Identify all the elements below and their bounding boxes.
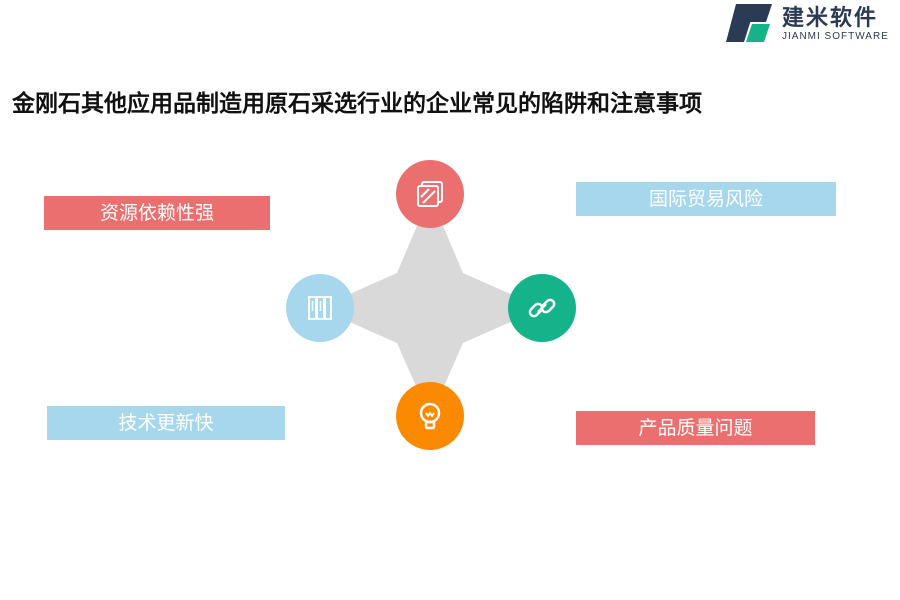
lightbulb-icon [419, 402, 441, 430]
brand-name: 建米软件 [782, 6, 879, 31]
brand-name-en: JIANMI SOFTWARE [782, 31, 889, 42]
label-trade-risk: 国际贸易风险 [576, 182, 836, 216]
page-title: 金刚石其他应用品制造用原石采选行业的企业常见的陷阱和注意事项 [12, 90, 702, 117]
node-bottom [396, 382, 464, 450]
node-left [286, 274, 354, 342]
layers-icon [417, 181, 443, 207]
label-quality-issue: 产品质量问题 [576, 411, 815, 445]
label-tech-update: 技术更新快 [47, 406, 285, 440]
node-right [508, 274, 576, 342]
link-icon [528, 298, 556, 318]
brand-logo: 建米软件 JIANMI SOFTWARE [726, 0, 900, 46]
columns-icon [308, 296, 332, 320]
brand-logo-mark [726, 4, 772, 42]
node-top [396, 160, 464, 228]
label-resource-dependency: 资源依赖性强 [44, 196, 270, 230]
